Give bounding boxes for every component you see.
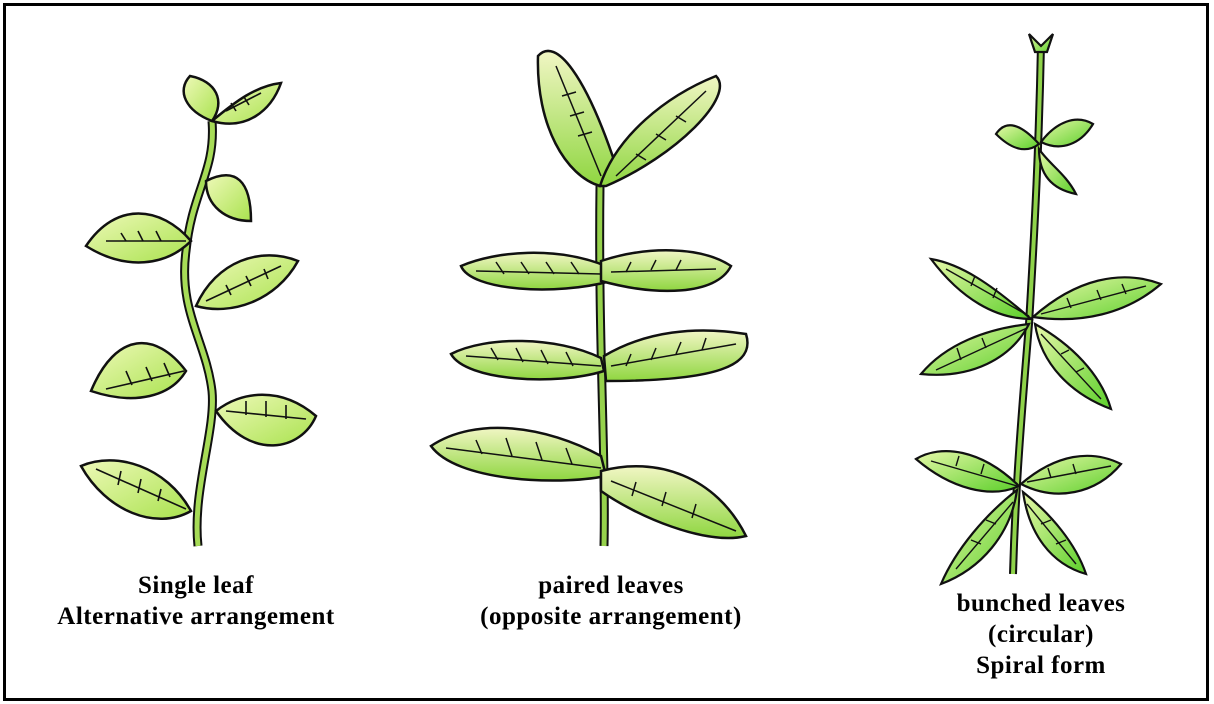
- flower-bud: [1029, 34, 1053, 52]
- leaf: [431, 428, 606, 481]
- figure-frame: Single leaf Alternative arrangement pair…: [3, 3, 1209, 701]
- caption-line: bunched leaves: [886, 588, 1196, 619]
- leaf: [1033, 277, 1161, 319]
- leaf: [184, 76, 219, 121]
- leaf-group: [431, 51, 747, 538]
- opposite-plant-illustration: [416, 36, 776, 561]
- caption-line: Single leaf: [16, 570, 376, 601]
- leaf: [1021, 456, 1121, 494]
- alternate-plant-illustration: [66, 71, 346, 561]
- leaf: [91, 343, 186, 398]
- leaf: [601, 466, 746, 538]
- leaf: [206, 175, 251, 221]
- leaf: [604, 330, 747, 381]
- leaf: [212, 83, 281, 124]
- leaf: [86, 214, 191, 263]
- caption-line: (opposite arrangement): [421, 601, 801, 632]
- leaf: [921, 324, 1029, 375]
- caption-alternate: Single leaf Alternative arrangement: [16, 570, 376, 632]
- leaf-group: [81, 76, 316, 519]
- caption-line: paired leaves: [421, 570, 801, 601]
- leaf: [1023, 492, 1086, 574]
- leaf: [1039, 149, 1076, 194]
- leaf: [1041, 120, 1093, 147]
- caption-line: (circular): [886, 619, 1196, 650]
- whorled-plant-illustration: [901, 24, 1201, 579]
- caption-line: Alternative arrangement: [16, 601, 376, 632]
- leaf: [996, 125, 1039, 149]
- caption-line: Spiral form: [886, 650, 1196, 681]
- leaf: [941, 490, 1017, 584]
- leaf: [1035, 324, 1111, 409]
- leaf: [600, 76, 720, 186]
- caption-opposite: paired leaves (opposite arrangement): [421, 570, 801, 632]
- caption-whorled: bunched leaves (circular) Spiral form: [886, 588, 1196, 681]
